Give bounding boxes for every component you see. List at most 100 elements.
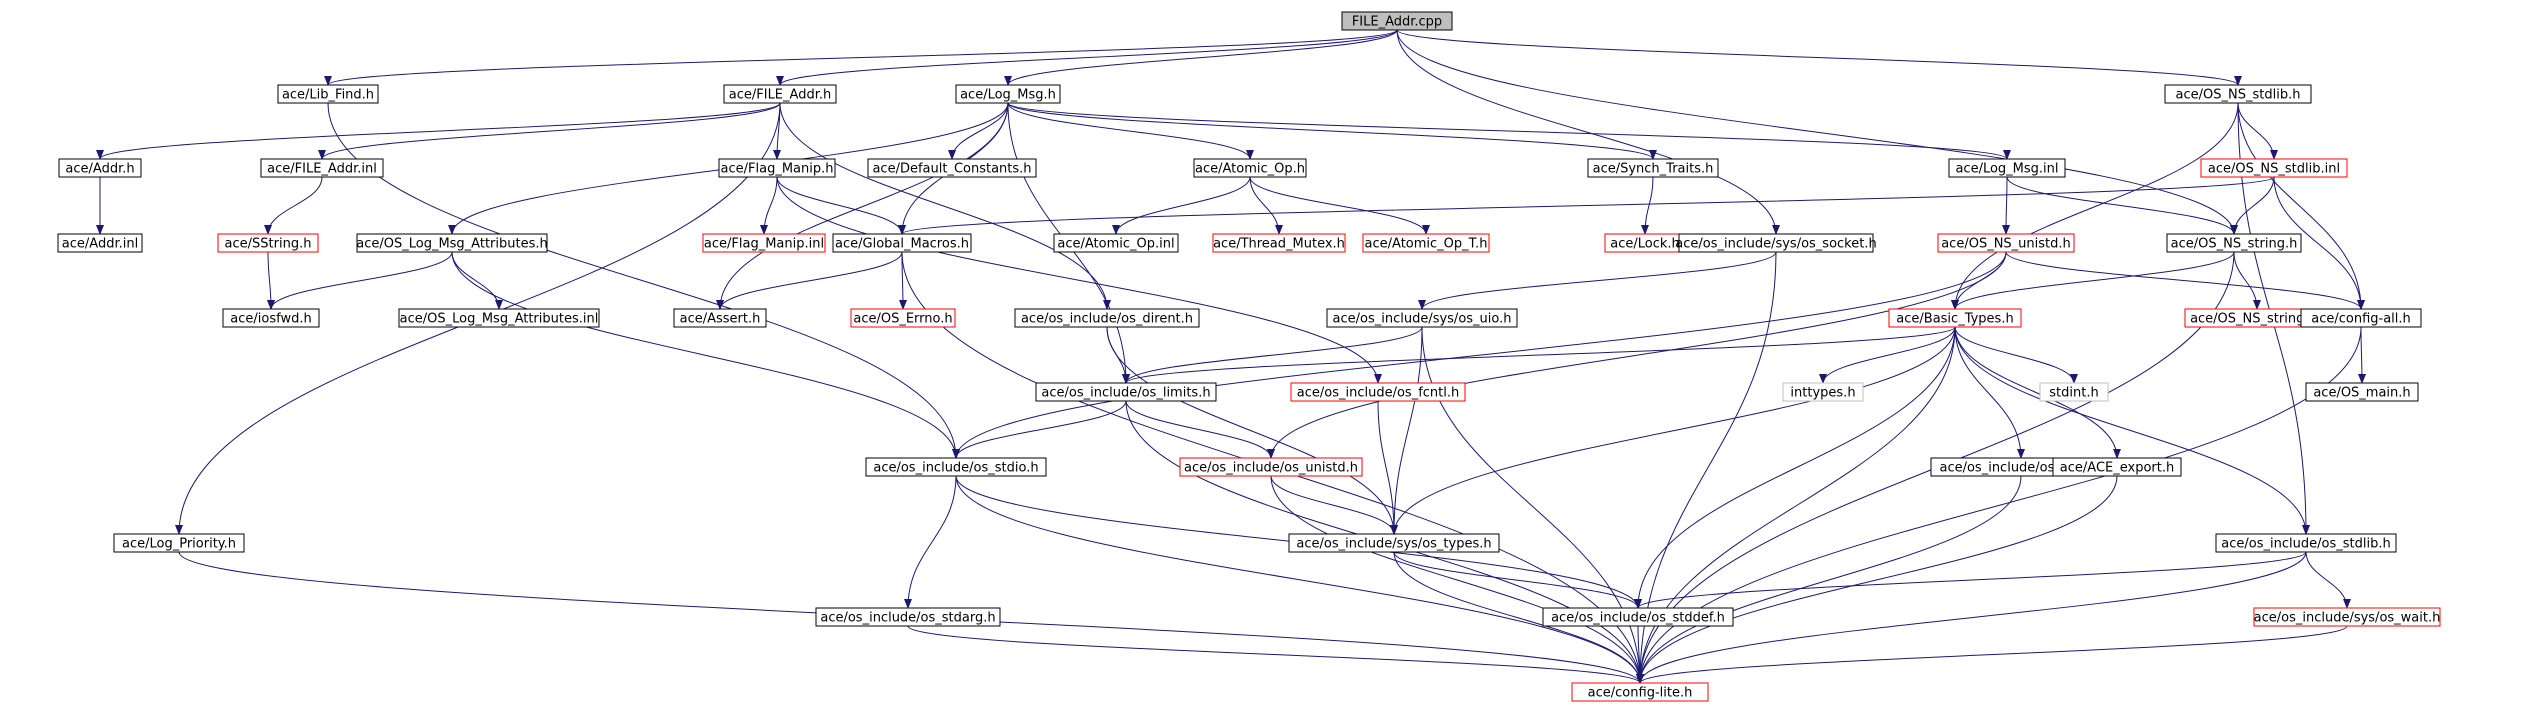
edge-flag_manip_h-to-global_macros_h <box>776 176 906 235</box>
node-os_log_msg_attributes_inl[interactable]: ace/OS_Log_Msg_Attributes.inl <box>398 308 600 328</box>
edge-os_uio_h-to-os_types_h <box>1390 326 1423 535</box>
edge-global_macros_h-to-assert_h <box>716 251 903 310</box>
node-box <box>832 233 972 253</box>
node-box <box>260 158 384 178</box>
edge-os_ns_stdlib_h-to-config_all_h <box>2237 102 2365 310</box>
edge-os_stdlib_h-to-config_lite_h <box>1636 551 2307 684</box>
node-ace_export_h[interactable]: ace/ACE_export.h <box>2052 457 2182 477</box>
edge-os_uio_h-to-config_lite_h <box>1421 326 1644 684</box>
edge-layer <box>96 29 2366 684</box>
edge-os_socket_h-to-os_uio_h <box>1418 251 1777 310</box>
edge-log_msg_h-to-log_msg_inl <box>1007 102 2011 160</box>
node-box <box>1542 607 1734 627</box>
edge-flag_manip_h-to-os_fcntl_h <box>776 176 1382 384</box>
node-flag_manip_inl[interactable]: ace/Flag_Manip.inl <box>702 233 826 253</box>
edge-os_stdarg_h-to-config_lite_h <box>907 625 1644 684</box>
node-label: ace/os_include/os_unistd.h <box>1184 461 1358 476</box>
node-assert_h[interactable]: ace/Assert.h <box>673 308 767 328</box>
node-iosfwd_h[interactable]: ace/iosfwd.h <box>222 308 320 328</box>
node-basic_types_h[interactable]: ace/Basic_Types.h <box>1888 308 2022 328</box>
node-label: ace/Global_Macros.h <box>835 237 969 252</box>
node-label: ace/Basic_Types.h <box>1896 312 2013 327</box>
node-addr_h[interactable]: ace/Addr.h <box>58 158 142 178</box>
edge-os_ns_stdlib_h-to-os_ns_stdlib_inl <box>2237 102 2278 160</box>
node-os_stddef_h[interactable]: ace/os_include/os_stddef.h <box>1542 607 1734 627</box>
node-inttypes_h[interactable]: inttypes.h <box>1782 382 1864 402</box>
node-box <box>2215 533 2397 553</box>
edge-sstring_h-to-iosfwd_h <box>266 251 275 310</box>
node-file_addr_inl[interactable]: ace/FILE_Addr.inl <box>260 158 384 178</box>
node-lib_find_h[interactable]: ace/Lib_Find.h <box>277 84 379 104</box>
node-os_limits_h[interactable]: ace/os_include/os_limits.h <box>1035 382 1217 402</box>
edge-log_msg_inl-to-os_ns_unistd_h <box>2002 176 2011 235</box>
node-atomic_op_inl[interactable]: ace/Atomic_Op.inl <box>1053 233 1179 253</box>
node-os_ns_string_inl[interactable]: ace/OS_NS_string.inl <box>2184 308 2330 328</box>
node-os_types_h[interactable]: ace/os_include/sys/os_types.h <box>1288 533 1500 553</box>
node-synch_traits_h[interactable]: ace/Synch_Traits.h <box>1587 158 1719 178</box>
node-log_msg_h[interactable]: ace/Log_Msg.h <box>955 84 1061 104</box>
node-os_dirent_h[interactable]: ace/os_include/os_dirent.h <box>1014 308 1200 328</box>
node-label: ace/os_include/sys/os_uio.h <box>1333 312 1512 327</box>
node-os_errno_h[interactable]: ace/OS_Errno.h <box>850 308 956 328</box>
node-os_fcntl_h[interactable]: ace/os_include/os_fcntl.h <box>1290 382 1466 402</box>
node-os_log_msg_attributes_h[interactable]: ace/OS_Log_Msg_Attributes.h <box>356 233 548 253</box>
edge-file_addr_cpp-to-os_ns_string_h <box>1396 29 2238 235</box>
edge-basic_types_h-to-os_types_h <box>1390 326 1956 535</box>
node-os_unistd_h[interactable]: ace/os_include/os_unistd.h <box>1179 457 1363 477</box>
node-log_msg_inl[interactable]: ace/Log_Msg.inl <box>1948 158 2066 178</box>
node-config_all_h[interactable]: ace/config-all.h <box>2300 308 2422 328</box>
node-default_constants_h[interactable]: ace/Default_Constants.h <box>867 158 1037 178</box>
node-file_addr_cpp[interactable]: FILE_Addr.cpp <box>1341 11 1453 31</box>
edge-os_dirent_h-to-os_types_h <box>1106 326 1398 535</box>
edge-os_types_h-to-os_stddef_h <box>1393 551 1642 609</box>
node-label: ace/os_include/sys/os_socket.h <box>1675 237 1876 252</box>
node-global_macros_h[interactable]: ace/Global_Macros.h <box>832 233 972 253</box>
node-atomic_op_t_h[interactable]: ace/Atomic_Op_T.h <box>1362 233 1490 253</box>
node-label: ace/Log_Msg.h <box>960 88 1056 103</box>
node-os_socket_h[interactable]: ace/os_include/sys/os_socket.h <box>1675 233 1877 253</box>
node-os_stdio_h[interactable]: ace/os_include/os_stdio.h <box>865 457 1047 477</box>
node-file_addr_h[interactable]: ace/FILE_Addr.h <box>723 84 837 104</box>
node-box <box>1782 382 1864 402</box>
node-label: FILE_Addr.cpp <box>1352 15 1442 30</box>
edge-os_wait_h-to-config_lite_h <box>1636 625 2348 684</box>
node-label: ace/Log_Priority.h <box>122 537 236 552</box>
node-config_lite_h[interactable]: ace/config-lite.h <box>1571 682 1709 702</box>
edge-os_stdlib_h-to-os_wait_h <box>2305 551 2351 609</box>
edge-synch_traits_h-to-lock_h <box>1641 176 1654 235</box>
node-os_main_h[interactable]: ace/OS_main.h <box>2305 382 2419 402</box>
node-stdint_h[interactable]: stdint.h <box>2039 382 2109 402</box>
node-os_stdlib_h[interactable]: ace/os_include/os_stdlib.h <box>2215 533 2397 553</box>
node-label: ace/Assert.h <box>680 312 761 327</box>
node-os_stdarg_h[interactable]: ace/os_include/os_stdarg.h <box>815 607 1001 627</box>
node-box <box>867 158 1037 178</box>
node-label: ace/OS_NS_stdlib.inl <box>2208 162 2340 177</box>
edge-atomic_op_h-to-atomic_op_inl <box>1112 176 1251 235</box>
node-label: ace/SString.h <box>225 237 312 252</box>
node-box <box>1362 233 1490 253</box>
node-os_ns_stdlib_inl[interactable]: ace/OS_NS_stdlib.inl <box>2200 158 2348 178</box>
node-flag_manip_h[interactable]: ace/Flag_Manip.h <box>718 158 836 178</box>
node-label: ace/Atomic_Op_T.h <box>1365 237 1488 252</box>
node-os_wait_h[interactable]: ace/os_include/sys/os_wait.h <box>2253 607 2441 627</box>
node-lock_h[interactable]: ace/Lock.h <box>1604 233 1686 253</box>
edge-file_addr_h-to-addr_h <box>96 102 781 160</box>
node-os_ns_stdlib_h[interactable]: ace/OS_NS_stdlib.h <box>2164 84 2312 104</box>
node-os_ns_unistd_h[interactable]: ace/OS_NS_unistd.h <box>1937 233 2075 253</box>
edge-basic_types_h-to-inttypes_h <box>1819 326 1956 384</box>
node-label: ace/Lib_Find.h <box>282 88 374 103</box>
node-sstring_h[interactable]: ace/SString.h <box>217 233 319 253</box>
node-os_ns_string_h[interactable]: ace/OS_NS_string.h <box>2166 233 2302 253</box>
node-box <box>850 308 956 328</box>
node-log_priority_h[interactable]: ace/Log_Priority.h <box>113 533 245 553</box>
node-atomic_op_h[interactable]: ace/Atomic_Op.h <box>1193 158 1307 178</box>
node-box <box>1341 11 1453 31</box>
node-addr_inl[interactable]: ace/Addr.inl <box>57 233 143 253</box>
node-box <box>1571 682 1709 702</box>
node-thread_mutex_h[interactable]: ace/Thread_Mutex.h <box>1212 233 1346 253</box>
node-label: ace/FILE_Addr.inl <box>267 162 377 177</box>
node-label: ace/OS_Log_Msg_Attributes.inl <box>400 312 599 327</box>
node-label: ace/Flag_Manip.inl <box>704 237 824 252</box>
node-os_uio_h[interactable]: ace/os_include/sys/os_uio.h <box>1326 308 1518 328</box>
